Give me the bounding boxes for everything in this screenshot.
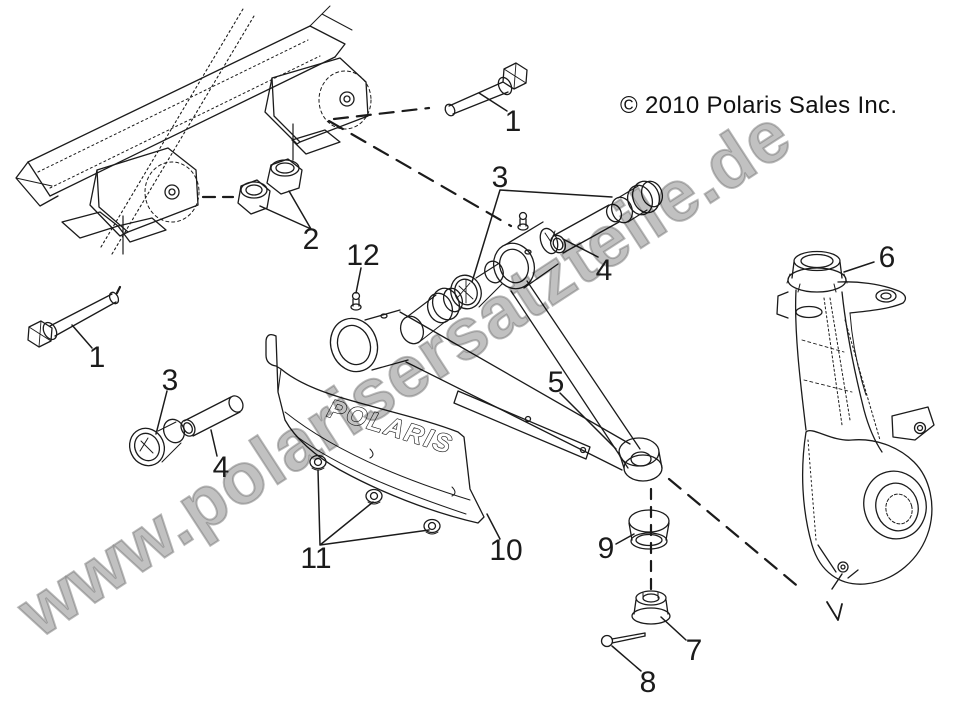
part-label-1-top: 1 — [504, 105, 522, 138]
copyright-text: © 2010 Polaris Sales Inc. — [620, 92, 898, 119]
part-label-10: 10 — [489, 534, 523, 567]
assembly-axis-lines — [117, 108, 842, 620]
sleeve-left-drawing — [178, 393, 245, 438]
grease-fitting-12-icon — [351, 293, 361, 311]
part-label-6: 6 — [878, 241, 896, 274]
part-label-4-left: 4 — [212, 451, 230, 484]
callout-leader-lines — [72, 93, 874, 671]
part-label-1-left: 1 — [88, 341, 106, 374]
castle-nut-drawing — [632, 591, 670, 624]
dust-cap-drawing — [629, 510, 669, 549]
part-label-12: 12 — [346, 239, 380, 272]
grease-fitting-top-icon — [518, 213, 528, 231]
part-label-7: 7 — [685, 634, 703, 667]
bushing-left-drawing — [124, 416, 189, 472]
frame-drawing — [16, 6, 371, 254]
knuckle-drawing — [777, 252, 934, 590]
part-label-8: 8 — [639, 666, 657, 699]
part-label-11: 11 — [300, 542, 332, 575]
bolt-left-drawing — [28, 291, 120, 347]
part-label-3-top: 3 — [491, 161, 509, 194]
bolt-top-drawing — [443, 63, 527, 117]
flange-nuts-drawing — [238, 159, 302, 214]
part-label-4-right: 4 — [595, 254, 613, 287]
part-label-3-left: 3 — [161, 364, 179, 397]
a-arm-drawing — [323, 178, 666, 481]
cotter-pin-drawing — [602, 633, 646, 647]
part-label-2: 2 — [302, 223, 320, 256]
guard-screws-drawing — [310, 456, 440, 535]
part-label-9: 9 — [597, 532, 615, 565]
part-label-5: 5 — [547, 366, 565, 399]
